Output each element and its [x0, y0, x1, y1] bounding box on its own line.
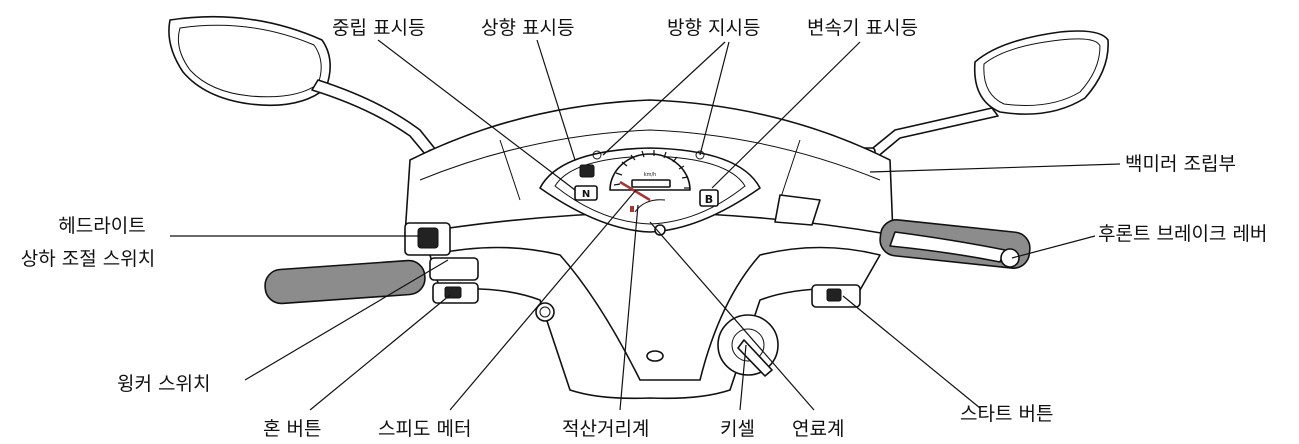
neutral-lamp [574, 185, 598, 201]
gear-letter: B [705, 193, 713, 206]
label-fuel-gauge: 연료계 [792, 418, 844, 440]
right-grip [811, 219, 1031, 308]
right-turn-lamp [695, 150, 705, 160]
label-key-cell: 키셀 [720, 418, 755, 440]
label-speedometer: 스피도 메터 [378, 418, 471, 440]
left-mirror [168, 15, 447, 181]
gear-lamp [699, 189, 719, 207]
label-headlight-switch-line1: 헤드라이트 [58, 215, 145, 237]
label-winker-switch: 윙커 스위치 [117, 373, 210, 395]
label-neutral-indicator: 중립 표시등 [332, 17, 425, 39]
left-turn-lamp [592, 150, 602, 160]
label-horn-button: 혼 버튼 [263, 418, 321, 440]
callout-lines [170, 39, 1121, 411]
speed-unit: km/h [644, 172, 657, 178]
label-turn-indicator: 방향 지시등 [667, 17, 760, 39]
neutral-letter: N [582, 189, 590, 200]
high-beam-lamp [579, 164, 595, 178]
key-cell [717, 314, 779, 377]
label-front-brake-lever: 후론트 브레이크 레버 [1098, 223, 1267, 245]
label-headlight-switch-line2: 상하 조절 스위치 [21, 248, 155, 270]
label-high-beam-indicator: 상향 표시등 [481, 17, 574, 39]
right-mirror [854, 30, 1109, 181]
left-grip [264, 222, 555, 322]
label-gear-indicator: 변속기 표시등 [807, 17, 918, 39]
label-start-button: 스타트 버튼 [960, 403, 1053, 425]
handlebar-cover [404, 99, 894, 400]
speedometer-ticks [613, 150, 690, 189]
callout-labels: 중립 표시등 상향 표시등 방향 지시등 변속기 표시등 백미러 조립부 헤드라… [21, 17, 1268, 440]
label-mirror-mount: 백미러 조립부 [1125, 153, 1236, 175]
label-odometer: 적산거리계 [562, 418, 649, 440]
instrument-cluster: km/h N B [539, 147, 761, 236]
